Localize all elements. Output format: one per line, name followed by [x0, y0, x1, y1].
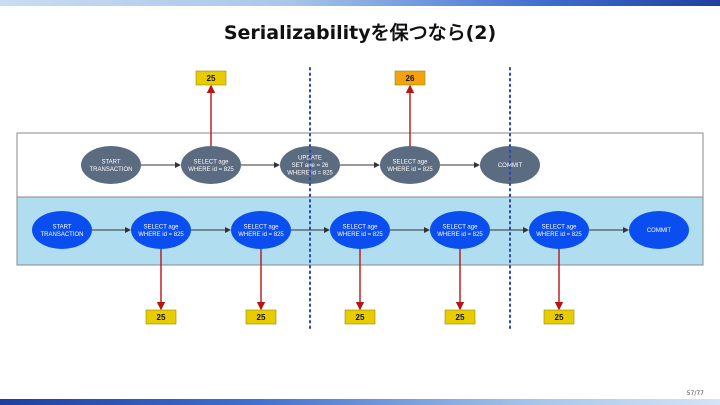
top_lane-node-shape [81, 146, 141, 184]
bottom_lane-node-label: START [52, 224, 71, 230]
value-box [145, 309, 177, 325]
top_lane-node-label: COMMIT [498, 163, 523, 169]
bottom_lane-node-shape [430, 211, 490, 249]
bottom_lane-node-label: COMMIT [647, 228, 672, 234]
value-box-label: 25 [356, 313, 365, 322]
value-box-label: 25 [555, 313, 564, 322]
value-box-label: 26 [406, 74, 415, 83]
top_lane-node-label: START [101, 159, 120, 165]
value-box-label: 25 [207, 74, 216, 83]
bottom_lane-node-label: SELECT age [343, 224, 379, 230]
value-box-label: 25 [257, 313, 266, 322]
top_lane-node-label: TRANSACTION [89, 167, 132, 173]
value-box-label: 25 [456, 313, 465, 322]
bottom_lane-node-shape [629, 211, 689, 249]
bottom_lane-node-label: SELECT age [443, 224, 479, 230]
bottom_lane-node-label: WHERE id = 825 [437, 232, 483, 238]
top_lane-node: COMMIT [480, 146, 540, 184]
top_lane-node-label: SET age = 26 [292, 163, 329, 169]
top_lane-node-label: SELECT age [393, 159, 429, 165]
bottom_lane-node: COMMIT [629, 211, 689, 249]
top_lane-node-shape [280, 146, 340, 184]
top_lane-node-label: SELECT age [194, 159, 230, 165]
top_lane-node-shape [181, 146, 241, 184]
value-box [543, 309, 575, 325]
bottom_lane-node-label: WHERE id = 825 [138, 232, 184, 238]
top_lane-node-shape [480, 146, 540, 184]
bottom_lane-node-label: SELECT age [542, 224, 578, 230]
bottom_lane-node-shape [330, 211, 390, 249]
bottom_lane-node-label: WHERE id = 825 [536, 232, 582, 238]
top_lane-node-label: WHERE id = 825 [188, 167, 234, 173]
value-box-label: 25 [157, 313, 166, 322]
value-box [444, 309, 476, 325]
top-accent-bar [0, 0, 720, 6]
changed-value-box [394, 70, 426, 86]
value-box [195, 70, 227, 86]
bottom_lane-node: START TRANSACTION [32, 211, 92, 249]
value-box [245, 309, 277, 325]
bottom_lane-node-label: WHERE id = 825 [337, 232, 383, 238]
bottom_lane-node-shape [529, 211, 589, 249]
bottom_lane-node-shape [131, 211, 191, 249]
bottom_lane-node-label: TRANSACTION [40, 232, 83, 238]
bottom_lane-node-label: WHERE id = 825 [238, 232, 284, 238]
bottom-accent-bar [0, 399, 720, 405]
bottom_lane-node-label: SELECT age [144, 224, 180, 230]
top_lane-node-label: WHERE id = 825 [387, 167, 433, 173]
bottom_lane-node-shape [32, 211, 92, 249]
value-box [344, 309, 376, 325]
top_lane-node: START TRANSACTION [81, 146, 141, 184]
bottom_lane-node-label: SELECT age [244, 224, 280, 230]
top_lane-node-shape [380, 146, 440, 184]
slide-title: Serializabilityを保つなら(2) [223, 22, 497, 44]
bottom_lane-node-shape [231, 211, 291, 249]
page-number: 57/77 [686, 390, 704, 397]
